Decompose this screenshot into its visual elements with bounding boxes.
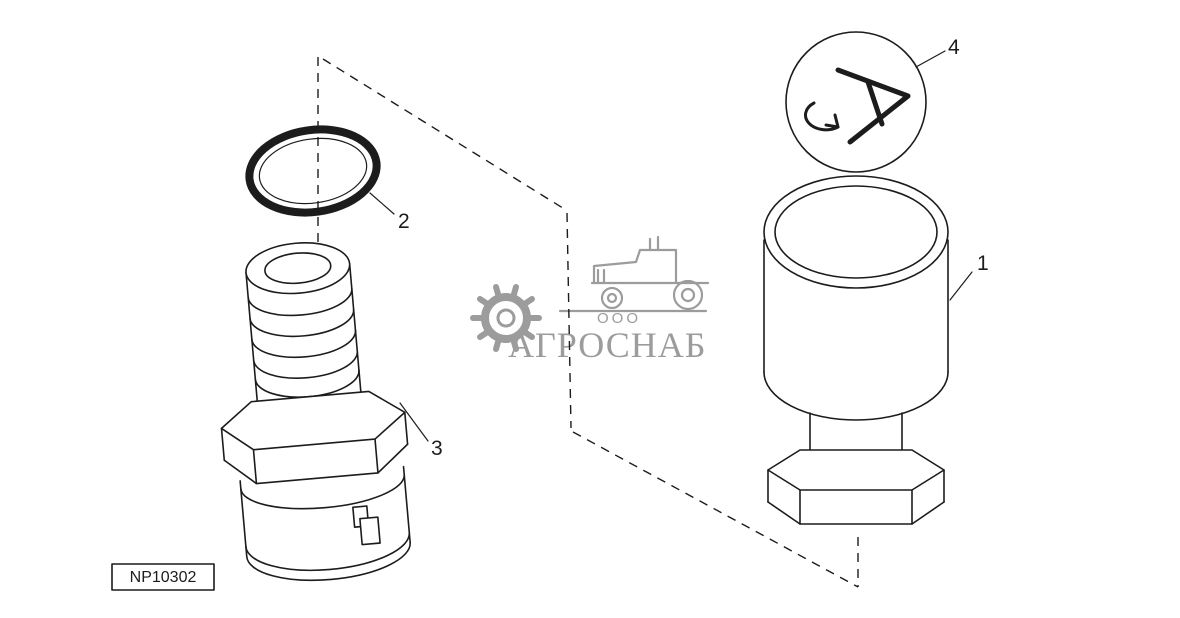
tractor-rear-hub bbox=[680, 287, 696, 303]
callout-2-leader bbox=[369, 192, 395, 215]
hex-edge bbox=[403, 411, 409, 446]
gear-ring bbox=[481, 293, 531, 343]
axis-line-vertical-middle bbox=[566, 212, 572, 429]
sensor-connector-section bbox=[239, 465, 411, 582]
hex-edge bbox=[252, 448, 258, 485]
body-top-face bbox=[763, 175, 949, 289]
hex-bottom bbox=[223, 443, 409, 485]
body-top-rim bbox=[774, 185, 938, 279]
watermark: ООО АГРОСНАБ bbox=[470, 235, 710, 365]
connector-bottom bbox=[245, 541, 411, 582]
sensor-threaded-section bbox=[245, 242, 362, 403]
sensor-part bbox=[220, 242, 411, 582]
connector-rim bbox=[245, 531, 411, 572]
thread-rib bbox=[252, 350, 359, 379]
cap-part bbox=[763, 175, 949, 525]
callout-4-leader bbox=[915, 50, 946, 68]
thread-top-face bbox=[245, 242, 351, 295]
cap-body bbox=[763, 175, 949, 421]
callout-2-label: 2 bbox=[398, 210, 410, 233]
rotation-arrow-icon bbox=[804, 67, 911, 145]
plate-label: NP10302 bbox=[111, 563, 215, 591]
tractor-front-wheel bbox=[600, 286, 624, 310]
callouts: 1 2 3 4 bbox=[369, 36, 989, 460]
gear-hub bbox=[496, 308, 516, 328]
plate-label-box bbox=[111, 563, 215, 591]
tractor-grill bbox=[596, 268, 606, 285]
hex-bottom bbox=[767, 501, 945, 525]
callout-4-label: 4 bbox=[948, 36, 960, 59]
thread-rib bbox=[247, 287, 353, 317]
sensor-hex-nut bbox=[220, 390, 409, 485]
hex-top-face bbox=[767, 449, 945, 491]
cap-hex-nut bbox=[767, 449, 945, 525]
thread-rib bbox=[251, 329, 357, 359]
callout-3-label: 3 bbox=[431, 437, 443, 460]
arrow-head bbox=[824, 113, 840, 129]
callout-1-leader bbox=[949, 271, 973, 301]
tractor-icon bbox=[558, 235, 710, 313]
connector-side-left bbox=[239, 480, 248, 558]
o-ring-inner bbox=[258, 137, 368, 205]
callout-3-leader bbox=[399, 402, 429, 442]
watermark-name: АГРОСНАБ bbox=[508, 325, 706, 365]
body-bottom bbox=[763, 371, 949, 421]
o-ring-outer bbox=[245, 125, 381, 217]
connector-tab-large bbox=[359, 516, 381, 546]
plate-label-text: NP10302 bbox=[130, 569, 197, 586]
connector-side-right bbox=[402, 465, 411, 544]
connector-shoulder bbox=[240, 473, 406, 510]
gear-teeth bbox=[470, 284, 542, 352]
rotation-symbol bbox=[785, 31, 927, 173]
callout-1-label: 1 bbox=[977, 252, 989, 275]
gear-icon bbox=[470, 284, 542, 352]
o-ring-part bbox=[245, 125, 381, 217]
arrow-glyph-legs bbox=[835, 67, 911, 145]
arrow-glyph-crossbar bbox=[865, 79, 885, 127]
arrow-curve bbox=[804, 101, 840, 132]
thread-bore bbox=[264, 252, 332, 285]
thread-rib bbox=[249, 308, 355, 338]
hex-edge bbox=[220, 427, 226, 462]
tractor-rear-wheel bbox=[672, 279, 704, 311]
tractor-exhaust bbox=[648, 235, 660, 252]
construction-lines bbox=[317, 57, 859, 588]
tractor-body bbox=[592, 248, 678, 285]
rotation-symbol-circle bbox=[785, 31, 927, 173]
hex-top-face bbox=[220, 390, 406, 451]
axis-line-diagonal-bottom bbox=[572, 431, 859, 588]
tractor-front-hub bbox=[606, 292, 618, 304]
hex-edge bbox=[374, 438, 379, 474]
watermark-prefix: ООО bbox=[597, 310, 641, 327]
